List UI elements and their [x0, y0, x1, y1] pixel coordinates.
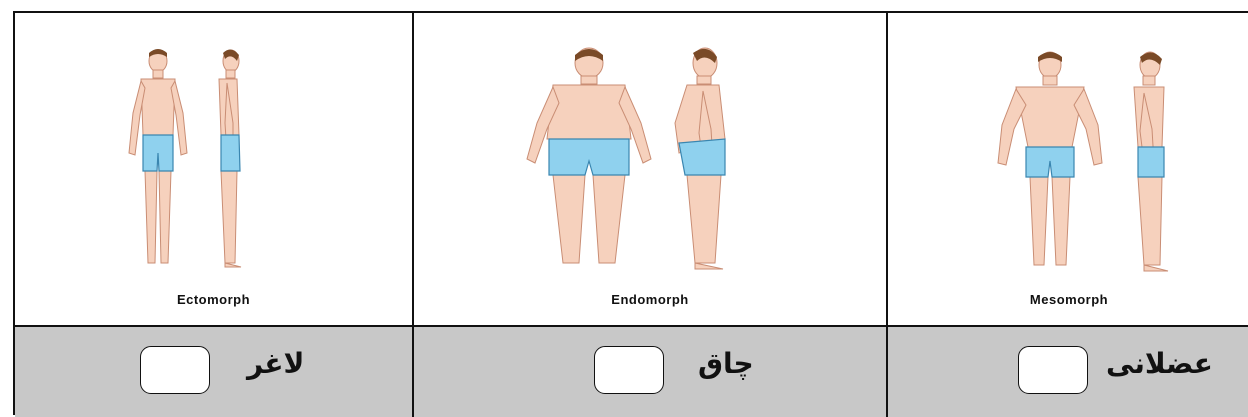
answer-word-muscular: عضلانی	[1106, 347, 1213, 380]
answer-box-ectomorph[interactable]	[140, 346, 210, 394]
answer-row: لاغر چاق عضلانی	[15, 325, 1248, 417]
answer-cell-mesomorph: عضلانی	[888, 327, 1248, 417]
answer-box-endomorph[interactable]	[594, 346, 664, 394]
answer-word-thin: لاغر	[247, 347, 304, 380]
endomorph-caption: Endomorph	[414, 292, 886, 307]
answer-cell-ectomorph: لاغر	[15, 327, 412, 417]
ectomorph-caption: Ectomorph	[15, 292, 412, 307]
endomorph-figure	[519, 43, 749, 273]
mesomorph-panel: Mesomorph	[888, 13, 1248, 325]
mesomorph-figure	[990, 47, 1190, 277]
answer-word-fat: چاق	[698, 347, 754, 380]
body-type-image-row: Ectomorph	[15, 13, 1248, 325]
answer-box-mesomorph[interactable]	[1018, 346, 1088, 394]
ectomorph-figure	[113, 43, 263, 273]
answer-cell-endomorph: چاق	[414, 327, 886, 417]
ectomorph-panel: Ectomorph	[15, 13, 412, 325]
body-type-worksheet: Ectomorph	[13, 11, 1248, 415]
endomorph-panel: Endomorph	[414, 13, 886, 325]
mesomorph-caption: Mesomorph	[888, 292, 1248, 307]
